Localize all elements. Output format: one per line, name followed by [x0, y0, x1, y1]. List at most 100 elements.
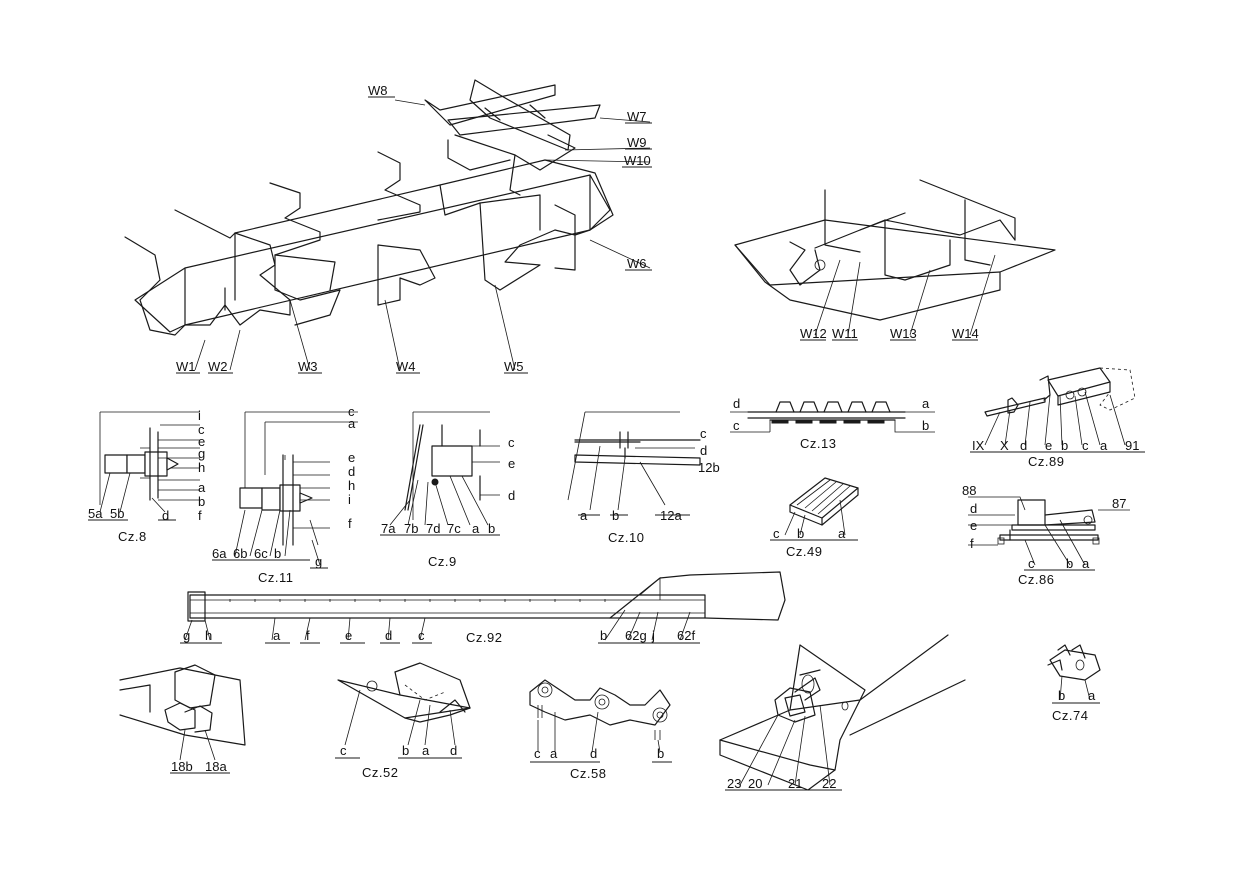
label-w7: W7	[627, 109, 647, 124]
cz58-label-b: b	[657, 746, 664, 761]
cz89-label-91: 91	[1125, 438, 1139, 453]
cz18-label-18a: 18a	[205, 759, 227, 774]
assembly-cz8: 5a 5b d i c e g h a b f Cz.8	[88, 408, 206, 544]
cz10-label-12b: 12b	[698, 460, 720, 475]
cz52-title: Cz.52	[362, 765, 398, 780]
cz11-label-f: f	[348, 516, 352, 531]
cz9-label-d: d	[508, 488, 515, 503]
cz92-title: Cz.92	[466, 630, 502, 645]
cz9-label-7a: 7a	[381, 521, 396, 536]
cz9-label-7d: 7d	[426, 521, 440, 536]
cz18-label-18b: 18b	[171, 759, 193, 774]
cz92-label-c: c	[418, 628, 425, 643]
label-w2: W2	[208, 359, 228, 374]
cz86-label-e: e	[970, 518, 977, 533]
mantlet-label-20: 20	[748, 776, 762, 791]
cz89-label-b: b	[1061, 438, 1068, 453]
cz9-label-e: e	[508, 456, 515, 471]
cz10-label-c: c	[700, 426, 707, 441]
cz89-label-d: d	[1020, 438, 1027, 453]
cz9-title: Cz.9	[428, 554, 457, 569]
cz92-label-f: f	[306, 628, 310, 643]
assembly-cz52: c b a d Cz.52	[335, 662, 471, 780]
assembly-cz58: c a d b Cz.58	[529, 679, 672, 781]
cz92-label-a: a	[273, 628, 281, 643]
cz11-label-d: d	[348, 464, 355, 479]
mantlet-label-22: 22	[822, 776, 836, 791]
cz74-label-b: b	[1058, 688, 1065, 703]
label-w12: W12	[800, 326, 827, 341]
cz11-label-6c: 6c	[254, 546, 268, 561]
assembly-cz10: a b 12a c d 12b Cz.10	[567, 411, 720, 545]
cz89-label-x: X	[1000, 438, 1009, 453]
assembly-mantlet: 23 20 21 22	[719, 634, 966, 791]
cz86-title: Cz.86	[1018, 572, 1054, 587]
cz11-label-a: a	[348, 416, 356, 431]
cz92-label-b: b	[600, 628, 607, 643]
cz11-label-6a: 6a	[212, 546, 227, 561]
assembly-cz92: g h a f e d c b 62g j 62f Cz.92	[180, 571, 786, 645]
assembly-cz49: c b a Cz.49	[770, 477, 859, 559]
cz49-title: Cz.49	[786, 544, 822, 559]
cz52-label-c: c	[340, 743, 347, 758]
turret-frame-assembly: W12 W11 W13 W14	[734, 179, 1056, 341]
cz8-label-5a: 5a	[88, 506, 103, 521]
cz13-label-b: b	[922, 418, 929, 433]
cz13-title: Cz.13	[800, 436, 836, 451]
cz8-label-5b: 5b	[110, 506, 124, 521]
cz49-label-b: b	[797, 526, 804, 541]
cz92-label-e: e	[345, 628, 352, 643]
label-w9: W9	[627, 135, 647, 150]
cz86-label-88: 88	[962, 483, 976, 498]
assembly-cz89: IX X d e b c a 91 Cz.89	[970, 367, 1145, 469]
label-w11: W11	[832, 326, 858, 341]
cz49-label-a: a	[838, 526, 846, 541]
cz58-label-c: c	[534, 746, 541, 761]
cz92-label-g: g	[183, 628, 190, 643]
cz89-label-a: a	[1100, 438, 1108, 453]
mantlet-label-21: 21	[788, 776, 802, 791]
cz86-label-f: f	[970, 536, 974, 551]
cz58-title: Cz.58	[570, 766, 606, 781]
cz58-label-d: d	[590, 746, 597, 761]
cz8-label-g: g	[198, 446, 205, 461]
label-w4: W4	[396, 359, 416, 374]
cz8-label-d: d	[162, 508, 169, 523]
cz89-title: Cz.89	[1028, 454, 1064, 469]
label-w13: W13	[890, 326, 917, 341]
cz92-label-62g: 62g	[625, 628, 647, 643]
cz49-label-c: c	[773, 526, 780, 541]
cz52-label-b: b	[402, 743, 409, 758]
cz86-label-87: 87	[1112, 496, 1126, 511]
cz86-label-b: b	[1066, 556, 1073, 571]
cz11-title: Cz.11	[258, 570, 294, 585]
cz8-label-i: i	[198, 408, 201, 423]
cz11-label-h: h	[348, 478, 355, 493]
cz9-label-b: b	[488, 521, 495, 536]
cz11-label-b: b	[274, 546, 281, 561]
cz8-title: Cz.8	[118, 529, 147, 544]
label-w8: W8	[368, 83, 388, 98]
cz52-label-d: d	[450, 743, 457, 758]
cz8-label-b: b	[198, 494, 205, 509]
cz9-label-c: c	[508, 435, 515, 450]
cz52-label-a: a	[422, 743, 430, 758]
cz8-label-c: c	[198, 422, 205, 437]
cz8-label-e: e	[198, 434, 205, 449]
label-w10: W10	[624, 153, 651, 168]
cz13-label-c: c	[733, 418, 740, 433]
cz9-label-7b: 7b	[404, 521, 418, 536]
cz92-label-d: d	[385, 628, 392, 643]
cz11-label-6b: 6b	[233, 546, 247, 561]
assembly-cz11: 6a 6b 6c b c a e d h i f g Cz.11	[212, 404, 358, 585]
assembly-cz9: 7a 7b 7d 7c a b c e d Cz.9	[380, 411, 515, 569]
cz8-label-h: h	[198, 460, 205, 475]
cz10-title: Cz.10	[608, 530, 644, 545]
assembly-cz74: b a Cz.74	[1047, 644, 1101, 723]
cz10-label-a: a	[580, 508, 588, 523]
cz11-label-i: i	[348, 492, 351, 507]
cz74-title: Cz.74	[1052, 708, 1088, 723]
cz10-label-12a: 12a	[660, 508, 682, 523]
mantlet-label-23: 23	[727, 776, 741, 791]
